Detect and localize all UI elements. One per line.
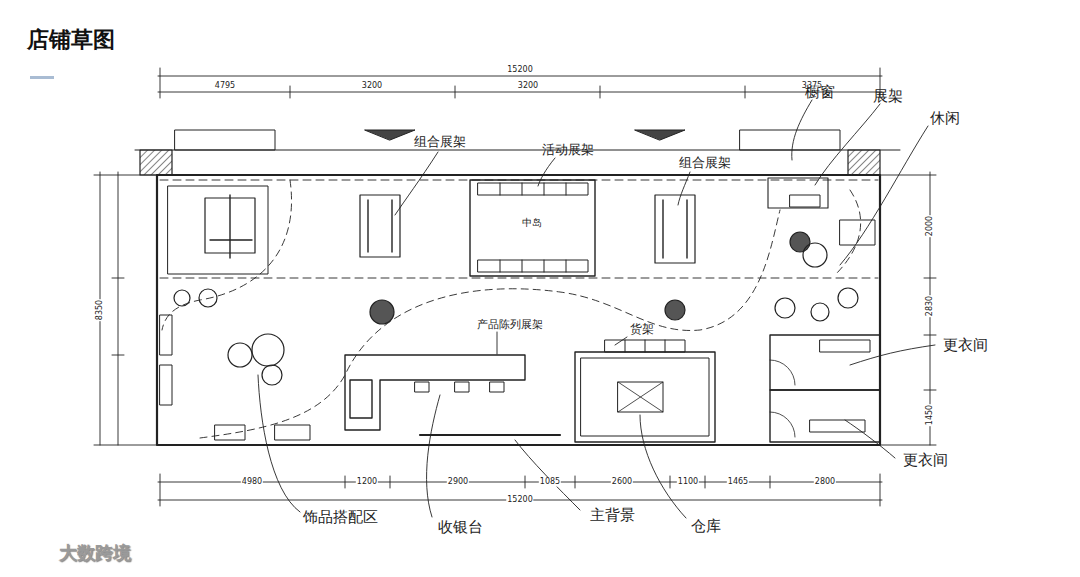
leader-lines: [258, 100, 935, 518]
dimension: 2900: [447, 478, 469, 487]
dimension-line: [158, 482, 882, 483]
window-shelf: [790, 195, 820, 207]
dimension-ticks: [160, 474, 880, 506]
shop-wall: [157, 175, 880, 445]
bench: [810, 420, 865, 432]
bench: [820, 340, 870, 352]
page-title: 店铺草图: [27, 28, 115, 52]
activity-display: [470, 180, 595, 276]
callout-label: 休闲: [930, 110, 960, 127]
combination-display: [360, 195, 400, 257]
wall-shelf: [160, 315, 172, 355]
chair: [490, 382, 504, 392]
goods-shelf: [605, 340, 685, 352]
door-swing: [770, 412, 795, 437]
callout-label: 货架: [630, 323, 654, 336]
watermark: 大数跨境: [59, 543, 131, 563]
wall-shelf: [275, 425, 310, 440]
combination-display: [655, 195, 695, 263]
callout-label: 活动展架: [542, 143, 594, 157]
entrance-arrow: [365, 130, 415, 140]
fitting-room: [770, 390, 880, 442]
callout-label: 中岛: [521, 217, 543, 228]
accessory-table: [262, 365, 282, 385]
chair: [415, 382, 429, 392]
window-display: [768, 178, 828, 208]
pillar: [140, 150, 172, 175]
seat: [790, 232, 810, 252]
dimension-ticks: [94, 175, 160, 445]
chair: [455, 382, 469, 392]
callout-label: 更衣间: [943, 337, 988, 354]
accessory-table: [252, 334, 284, 366]
callout-label: 更衣间: [903, 452, 948, 469]
callout-label: 仓库: [691, 518, 721, 535]
wall-shelf: [215, 425, 245, 440]
dimension: 8350: [96, 299, 105, 321]
door-swing: [770, 360, 795, 385]
callout-label: 收银台: [438, 519, 483, 536]
dimension: 2000: [926, 215, 935, 237]
cashier-desk: [350, 380, 372, 418]
dimension: 1450: [926, 404, 935, 426]
seat: [811, 303, 829, 321]
dimension: 1200: [356, 478, 378, 487]
shelf-row: [478, 183, 588, 195]
callout-label: 饰品搭配区: [303, 509, 378, 526]
window-frame: [175, 130, 275, 150]
dimension: 15200: [506, 496, 533, 505]
dimension: 3200: [517, 82, 539, 91]
dimension: 1465: [727, 478, 749, 487]
callout-label: 橱窗: [805, 84, 835, 101]
pillar: [848, 150, 880, 175]
dimension: 2800: [814, 478, 836, 487]
warehouse: [575, 352, 715, 442]
callout-label: 展架: [873, 88, 903, 105]
zone-curve: [835, 190, 861, 275]
dimension: 15200: [506, 66, 533, 75]
accent-bar: [30, 76, 54, 79]
dimension: 2600: [611, 478, 633, 487]
dimension: 3200: [361, 82, 383, 91]
entrance-arrow: [635, 130, 685, 140]
zone-curve: [162, 180, 292, 330]
stool: [199, 289, 217, 307]
callout-label: 组合展架: [679, 156, 731, 170]
warehouse-inner: [581, 358, 709, 436]
stool: [174, 290, 190, 306]
dimension: 1100: [677, 478, 699, 487]
zone-curve: [200, 210, 780, 438]
dimension-line: [158, 76, 882, 77]
dimension-line: [118, 172, 119, 445]
wall-shelf: [160, 365, 172, 405]
main-backdrop: [420, 434, 560, 436]
storage-rack: [618, 382, 663, 412]
seat: [775, 298, 795, 318]
callout-label: 主背景: [590, 507, 635, 524]
seat: [803, 243, 827, 267]
stool: [370, 300, 394, 324]
dimension-ticks: [880, 175, 936, 445]
shelf-row: [478, 260, 588, 272]
accessory-table: [228, 343, 252, 367]
callout-label: 产品陈列展架: [477, 319, 543, 331]
dimension: 1085: [539, 478, 561, 487]
seat: [838, 288, 858, 308]
dimension: 4795: [214, 82, 236, 91]
zone-line: [160, 278, 878, 279]
stool: [665, 300, 685, 320]
display-unit: [168, 186, 268, 274]
cashier-counter: [345, 355, 525, 430]
callout-label: 组合展架: [414, 135, 466, 149]
shelf-dividers: [500, 183, 566, 272]
dimension: 4980: [241, 478, 263, 487]
dimension-line: [158, 92, 882, 93]
dimension: 2830: [926, 295, 935, 317]
window-frame: [740, 130, 840, 150]
fitting-room: [770, 335, 880, 390]
